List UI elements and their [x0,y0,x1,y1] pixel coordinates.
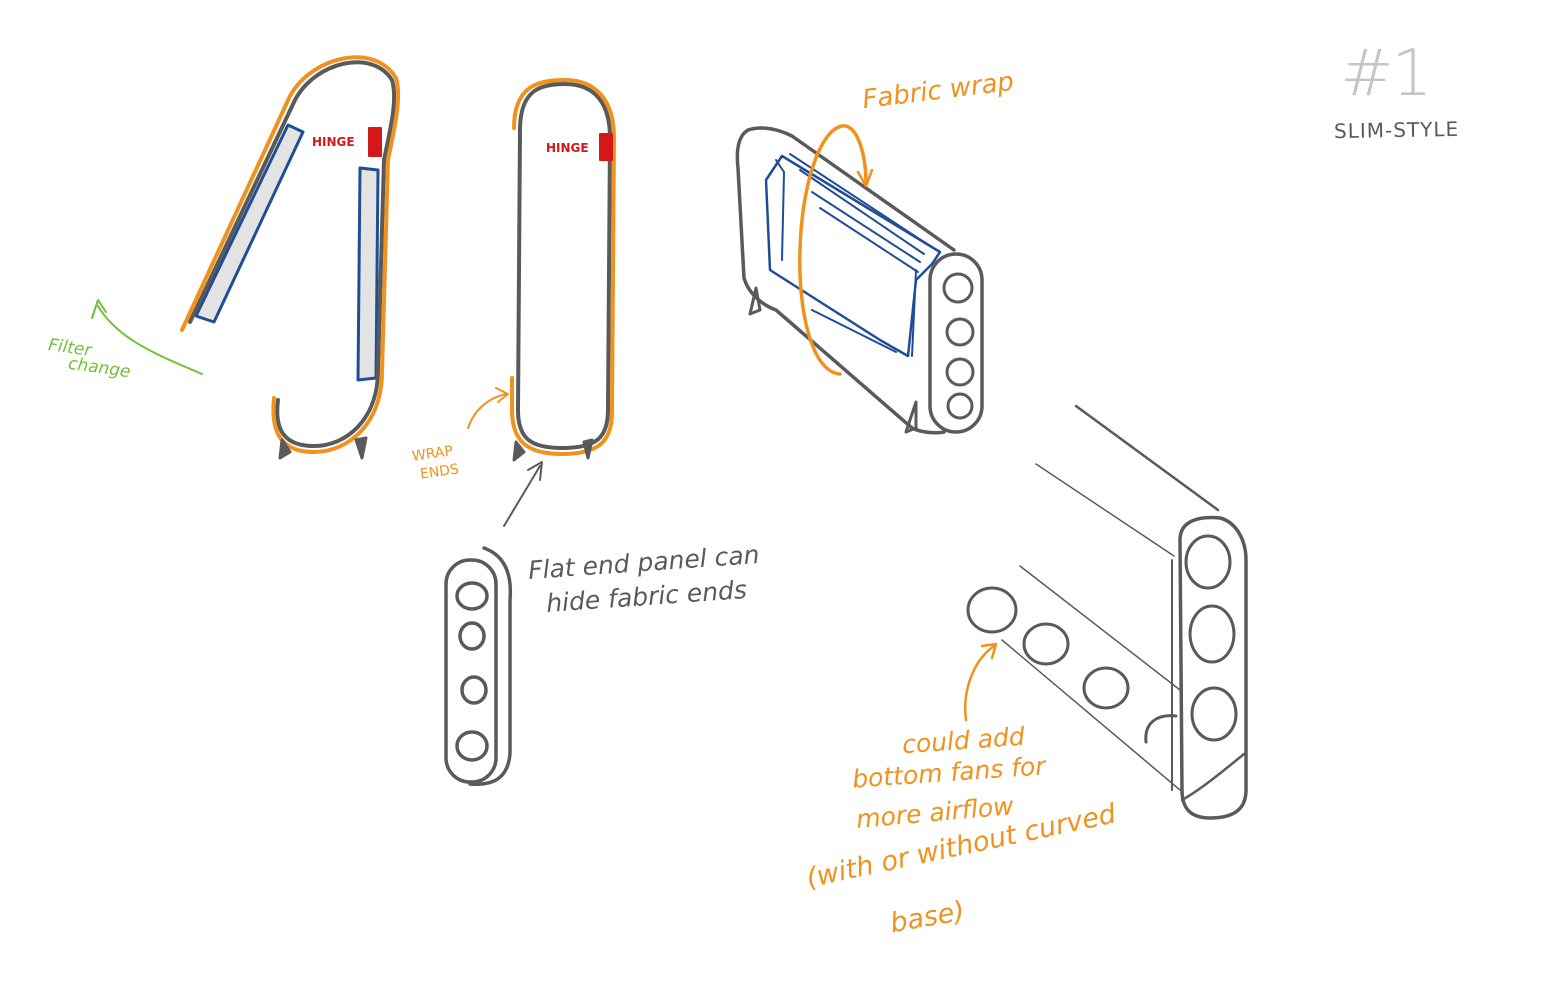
filter-panel-right [358,168,378,380]
foot-left-open [280,440,290,458]
hinge-open [369,128,381,156]
wrap-ends-arrow [468,388,508,428]
hinge-closed [600,134,612,160]
sheet-number: #1 [1340,42,1430,106]
fans-arrow [965,644,996,720]
hinge-label-closed: HINGE [546,142,589,154]
style-label: SLIM-STYLE [1334,119,1459,141]
open-profile-sketch [182,57,398,458]
flat-end-panel-sketch [446,548,510,784]
foot-right-closed [584,440,592,458]
closed-profile-wrap [512,80,614,454]
closed-profile-outline [518,84,610,448]
foot-right-open [356,438,366,458]
closed-profile-sketch [512,80,614,460]
hinge-label-open: HINGE [312,136,355,148]
flat-end-arrow [504,462,542,526]
filter-panel-left [196,125,303,322]
isometric-fabric-unit [737,126,982,433]
